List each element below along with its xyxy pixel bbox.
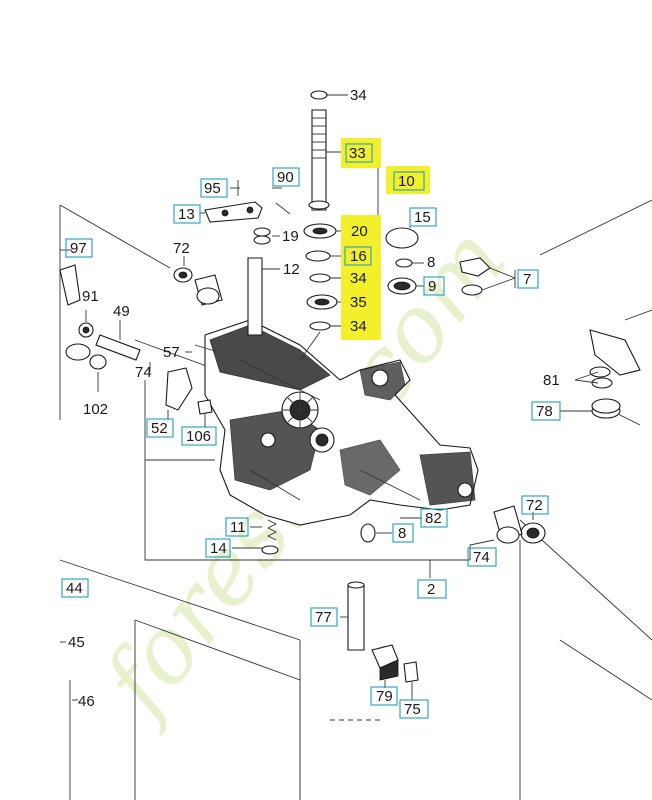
- part-97-bracket: [59, 264, 81, 306]
- label-box-52: [146, 418, 174, 438]
- label-74-right: 74: [473, 549, 490, 566]
- label-box-11: [225, 517, 249, 537]
- part-labels: 34 33 10 95 90 13 15 19 20 16 8 97 72 12…: [61, 87, 561, 719]
- label-72-left: 72: [173, 240, 190, 257]
- label-33: 33: [349, 145, 366, 162]
- part-8-top-ring: [395, 258, 424, 268]
- label-52: 52: [151, 420, 168, 437]
- label-8-low: 8: [398, 525, 406, 542]
- label-box-15: [409, 207, 437, 227]
- part-11-spring: [266, 519, 278, 541]
- label-9: 9: [428, 278, 436, 295]
- label-97: 97: [70, 240, 87, 257]
- part-74-left-sleeve: [194, 274, 223, 306]
- label-34-mid: 34: [350, 270, 367, 287]
- label-79: 79: [376, 688, 393, 705]
- label-72-right: 72: [526, 497, 543, 514]
- part-8-low-ring: [360, 523, 376, 543]
- part-77-shaft: [347, 581, 365, 651]
- label-box-78: [531, 401, 561, 421]
- label-77: 77: [315, 609, 332, 626]
- part-75-block: [403, 661, 419, 683]
- label-box-90: [272, 167, 300, 187]
- part-106-plug: [197, 399, 213, 415]
- label-box-79: [370, 686, 398, 706]
- label-box-72-right: [521, 495, 549, 515]
- label-box-97: [65, 238, 93, 258]
- label-75: 75: [404, 701, 421, 718]
- label-81: 81: [543, 372, 560, 389]
- label-box-82: [420, 508, 448, 528]
- label-74-left: 74: [135, 364, 152, 381]
- label-78: 78: [536, 403, 553, 420]
- label-57: 57: [163, 344, 180, 361]
- part-72-right-bushing: [520, 522, 546, 544]
- label-box-75: [399, 699, 429, 719]
- label-20: 20: [351, 223, 368, 240]
- label-12: 12: [283, 261, 300, 278]
- part-79-block: [371, 644, 399, 681]
- part-9-gear: [387, 277, 424, 295]
- label-box-8-low: [392, 523, 414, 543]
- label-7: 7: [523, 271, 531, 288]
- label-box-106: [181, 426, 217, 446]
- part-15-cap: [385, 227, 419, 249]
- label-box-9: [423, 276, 445, 296]
- part-102-washer: [65, 343, 107, 370]
- label-106: 106: [186, 428, 211, 445]
- label-19: 19: [282, 228, 299, 245]
- part-81-assembly: [589, 309, 652, 389]
- label-34-top: 34: [350, 87, 367, 104]
- part-74-right-sleeve: [493, 505, 523, 544]
- part-13-lever: [204, 201, 263, 223]
- label-102: 102: [83, 401, 108, 418]
- label-15: 15: [414, 209, 431, 226]
- label-16: 16: [350, 248, 367, 265]
- part-72-left-bushing: [173, 267, 193, 283]
- label-box-2: [417, 579, 447, 599]
- part-57-pin: [194, 344, 219, 353]
- label-14: 14: [210, 540, 227, 557]
- label-49: 49: [113, 303, 130, 320]
- label-34-low: 34: [350, 318, 367, 335]
- label-10: 10: [398, 173, 415, 190]
- label-91: 91: [82, 288, 99, 305]
- part-14-plug: [261, 545, 279, 555]
- label-45: 45: [68, 634, 85, 651]
- label-8-top: 8: [427, 254, 435, 271]
- label-box-7: [517, 269, 539, 289]
- label-box-77: [310, 607, 338, 627]
- highlight-group-shaft: [341, 138, 430, 340]
- label-11: 11: [230, 519, 246, 536]
- label-44: 44: [66, 580, 83, 597]
- label-13: 13: [178, 206, 195, 223]
- label-box-14: [205, 538, 231, 558]
- label-90: 90: [277, 169, 294, 186]
- part-90-pin: [275, 202, 291, 215]
- part-7-assembly: [459, 257, 516, 296]
- part-91-seal: [78, 322, 94, 338]
- part-49-axle: [95, 334, 141, 361]
- label-box-95: [200, 178, 228, 198]
- label-95: 95: [204, 180, 221, 197]
- part-19-rings: [253, 227, 271, 245]
- label-35: 35: [350, 294, 367, 311]
- label-box-10: [393, 171, 425, 191]
- part-12-shaft: [247, 257, 263, 336]
- label-box-16: [344, 246, 372, 266]
- label-2: 2: [427, 581, 435, 598]
- label-box-13: [173, 204, 201, 224]
- part-52-arm: [165, 367, 193, 411]
- label-box-74-right: [467, 547, 497, 567]
- label-46: 46: [78, 693, 95, 710]
- label-box-44: [61, 578, 89, 598]
- input-shaft: [299, 90, 379, 361]
- label-box-33: [345, 143, 373, 163]
- part-78-spring: [591, 398, 641, 426]
- label-82: 82: [425, 510, 442, 527]
